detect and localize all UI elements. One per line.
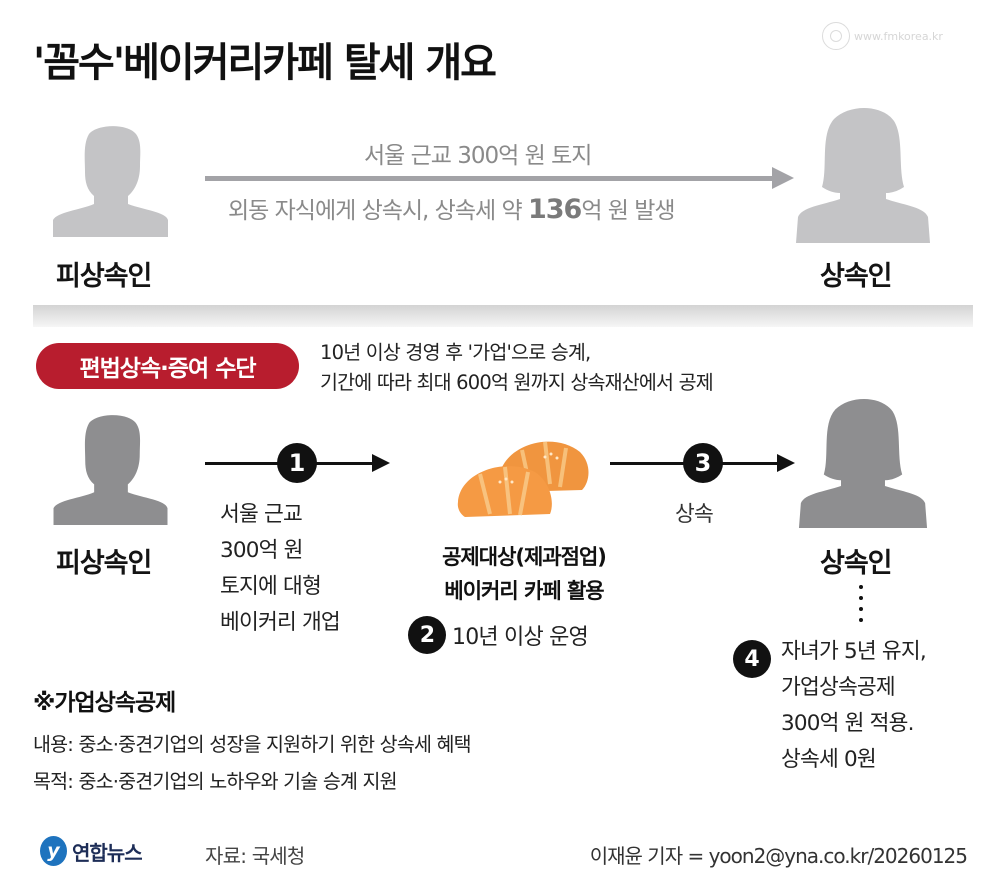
yonhap-logo-text: 연합뉴스 [72,840,143,865]
step3-text: 상속 [675,502,714,527]
step4-text: 자녀가 5년 유지, 가업상속공제 300억 원 적용. 상속세 0원 [781,634,927,778]
method-description-line2: 기간에 따라 최대 600억 원까지 상속재산에서 공제 [320,371,714,394]
croissant-icon [457,441,589,517]
credit-text: 이재윤 기자 = yoon2@yna.co.kr/20260125 [589,844,968,868]
step3-arrow-head-icon [777,454,795,472]
watermark: www.fmkorea.kr [822,22,943,50]
step1-arrow-head-icon [372,454,390,472]
step1-number-badge: 1 [277,443,317,483]
male-person-icon [53,126,168,237]
tax-text-suffix: 억 원 발생 [581,198,675,224]
male-person-icon [53,415,168,525]
bottom-left-person-label: 피상속인 [56,548,152,579]
step4-line: 가업상속공제 [781,675,896,700]
center-title-line1: 공제대상(제과점업) [442,545,607,569]
step1-line: 토지에 대형 [220,574,322,599]
female-person-icon [798,398,928,528]
top-arrow-line [205,176,775,181]
female-person-icon [796,107,930,243]
step4-line: 300억 원 적용. [781,711,914,736]
method-badge: 편법상속·증여 수단 [36,343,299,389]
step2-text: 10년 이상 운영 [452,625,589,650]
center-title: 공제대상(제과점업) 베이커리 카페 활용 [405,540,643,608]
tax-amount: 136 [527,194,582,225]
step4-line: 자녀가 5년 유지, [781,639,927,664]
method-description-line1: 10년 이상 경영 후 '가업'으로 승계, [320,341,591,364]
step3-number-badge: 3 [683,443,723,483]
step1-line: 서울 근교 [220,502,303,527]
watermark-text: www.fmkorea.kr [854,29,943,43]
note-purpose-line: 목적: 중소·중견기업의 노하우와 기술 승계 지원 [33,770,398,793]
method-description: 10년 이상 경영 후 '가업'으로 승계, 기간에 따라 최대 600억 원까… [320,338,714,398]
note-title: ※가업상속공제 [33,690,176,716]
yonhap-logo-icon: y [40,836,67,866]
top-arrow-text-above: 서울 근교 300억 원 토지 [364,143,592,169]
page-title: '꼼수'베이커리카페 탈세 개요 [33,40,497,86]
step2: 2 10년 이상 운영 [408,616,589,654]
step1-text: 서울 근교 300억 원 토지에 대형 베이커리 개업 [220,497,341,641]
step1-line: 베이커리 개업 [220,610,341,635]
note-content-line: 내용: 중소·중견기업의 성장을 지원하기 위한 상속세 혜택 [33,733,472,756]
tax-text-prefix: 외동 자식에게 상속시, 상속세 약 [228,198,528,224]
top-left-person-label: 피상속인 [56,261,152,292]
source-text: 자료: 국세청 [205,844,305,868]
step4-number-badge: 4 [733,640,771,678]
bottom-right-person-label: 상속인 [820,548,893,579]
top-arrow-text-below: 외동 자식에게 상속시, 상속세 약 136억 원 발생 [228,191,676,225]
section-divider [33,305,973,327]
step2-number-badge: 2 [408,616,446,654]
watermark-logo-icon [822,22,850,50]
yonhap-logo: y 연합뉴스 [40,836,143,866]
step4-line: 상속세 0원 [781,747,877,772]
dotted-connector [859,585,865,629]
top-arrow-head-icon [772,167,794,189]
center-title-line2: 베이커리 카페 활용 [444,579,604,603]
top-right-person-label: 상속인 [820,261,893,292]
step1-line: 300억 원 [220,538,303,563]
